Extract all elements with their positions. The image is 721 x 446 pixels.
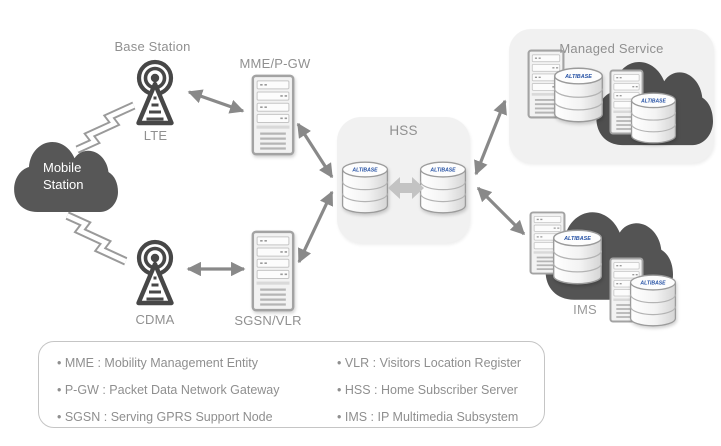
altibase-logo: ALTIBASE <box>639 280 666 286</box>
ims-database-icon: ALTIBASE <box>552 229 603 285</box>
legend-item-mme: • MME : Mobility Management Entity <box>57 356 258 370</box>
altibase-logo: ALTIBASE <box>564 74 592 80</box>
legend-box: • MME : Mobility Management Entity • P-G… <box>38 341 545 428</box>
ims-database-icon: ALTIBASE <box>629 274 677 327</box>
lte-antenna-icon <box>127 57 183 129</box>
ims-label: IMS <box>573 302 597 317</box>
mobile-station-label: Mobile Station <box>43 160 84 192</box>
managed-service-database-icon: ALTIBASE <box>553 67 604 123</box>
cdma-label: CDMA <box>135 312 175 327</box>
altibase-logo: ALTIBASE <box>640 98 666 104</box>
mme-pgw-server-icon <box>251 74 295 156</box>
legend-item-vlr: • VLR : Visitors Location Register <box>337 356 522 370</box>
sgsn-vlr-server-icon <box>251 230 295 312</box>
mme-pgw-label: MME/P-GW <box>239 56 311 71</box>
cdma-antenna-icon <box>127 237 183 309</box>
altibase-logo: ALTIBASE <box>351 167 378 173</box>
managed-service-label: Managed Service <box>559 41 664 56</box>
legend-item-pgw: • P-GW : Packet Data Network Gateway <box>57 383 280 397</box>
base-station-label: Base Station <box>114 39 191 54</box>
sgsn-vlr-label: SGSN/VLR <box>234 313 302 328</box>
arrow-lte-mme <box>187 89 245 114</box>
lte-label: LTE <box>143 128 168 143</box>
legend-item-sgsn: • SGSN : Serving GPRS Support Node <box>57 410 273 424</box>
cdma-lightning-icon <box>64 212 130 266</box>
arrow-hss-managed-service <box>474 99 507 176</box>
managed-service-database-icon: ALTIBASE <box>630 92 677 144</box>
hss-database-icon: ALTIBASE <box>419 161 467 214</box>
hss-label: HSS <box>389 123 418 138</box>
altibase-logo: ALTIBASE <box>429 167 456 173</box>
legend-item-ims: • IMS : IP Multimedia Subsystem <box>337 410 519 424</box>
hss-database-icon: ALTIBASE <box>341 161 389 214</box>
altibase-logo: ALTIBASE <box>563 236 591 242</box>
arrow-mme-hss <box>296 122 334 179</box>
arrow-sgsn-hss <box>297 190 334 264</box>
legend-item-hss: • HSS : Home Subscriber Server <box>337 383 518 397</box>
arrow-hss-ims <box>476 186 526 236</box>
